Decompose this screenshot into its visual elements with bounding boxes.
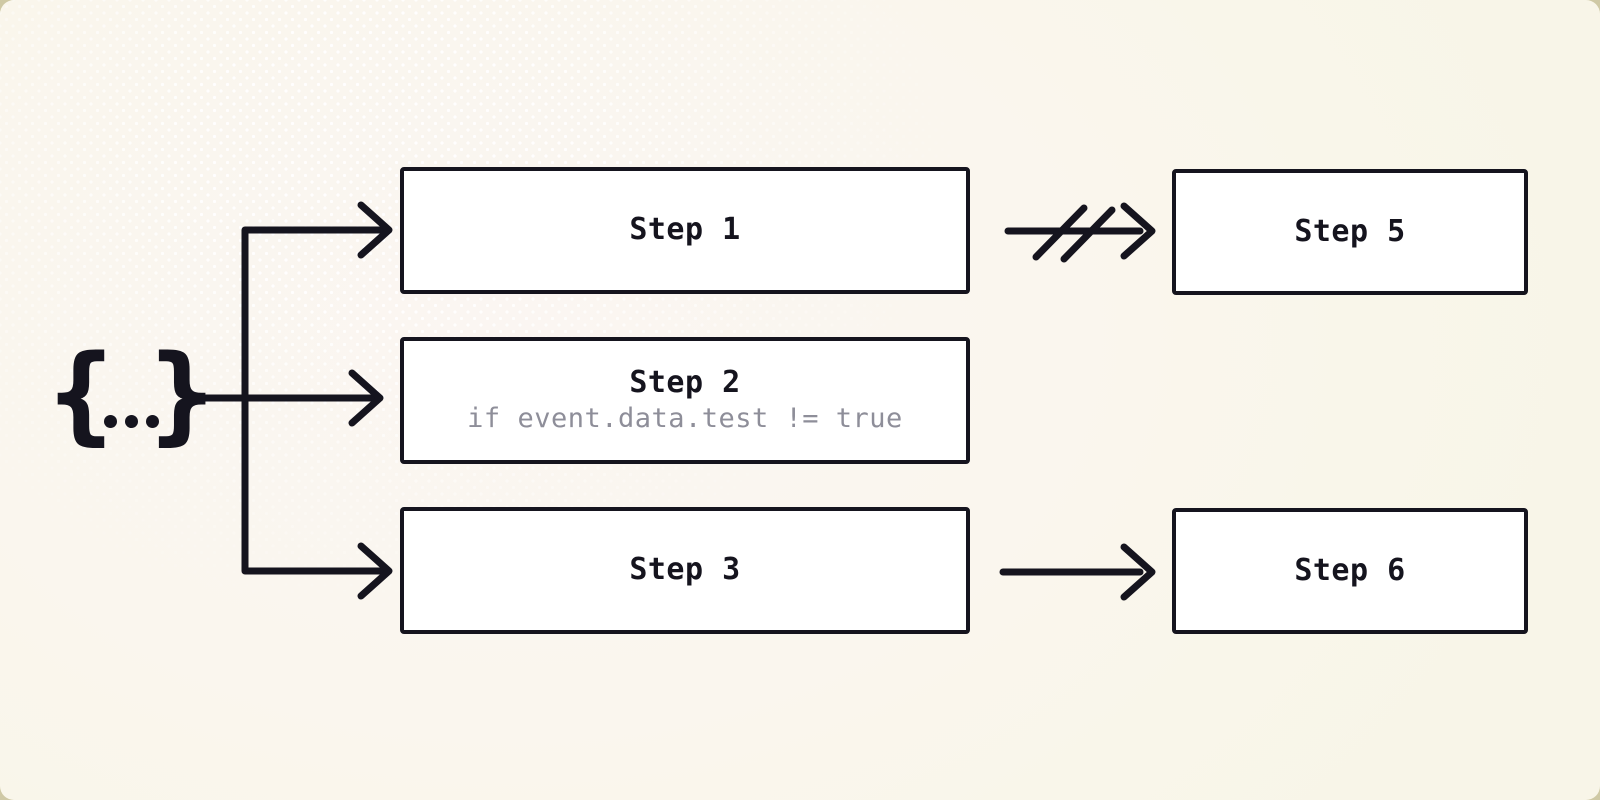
node-label: Step 3 (629, 552, 741, 588)
cancel-slash-icon (1032, 204, 1088, 261)
json-object-icon: { } (49, 333, 215, 455)
cancel-slash-icon (1060, 206, 1116, 263)
brace-left: { (49, 333, 114, 455)
edge-step3-step6 (999, 543, 1156, 601)
node-step1: Step 1 (400, 167, 970, 294)
edge-step1-step5-cancelled (1004, 202, 1156, 263)
node-step6: Step 6 (1172, 508, 1528, 634)
brace-right: } (150, 333, 215, 455)
node-step3: Step 3 (400, 507, 970, 634)
ellipsis-dots (104, 415, 159, 428)
node-step5: Step 5 (1172, 169, 1528, 295)
node-label: Step 2 (629, 365, 741, 401)
node-step2: Step 2 if event.data.test != true (400, 337, 970, 464)
node-label: Step 1 (629, 212, 741, 248)
node-label: Step 5 (1294, 213, 1406, 249)
edge-trigger-branch (189, 201, 393, 600)
node-condition: if event.data.test != true (467, 402, 903, 434)
node-label: Step 6 (1294, 552, 1406, 588)
